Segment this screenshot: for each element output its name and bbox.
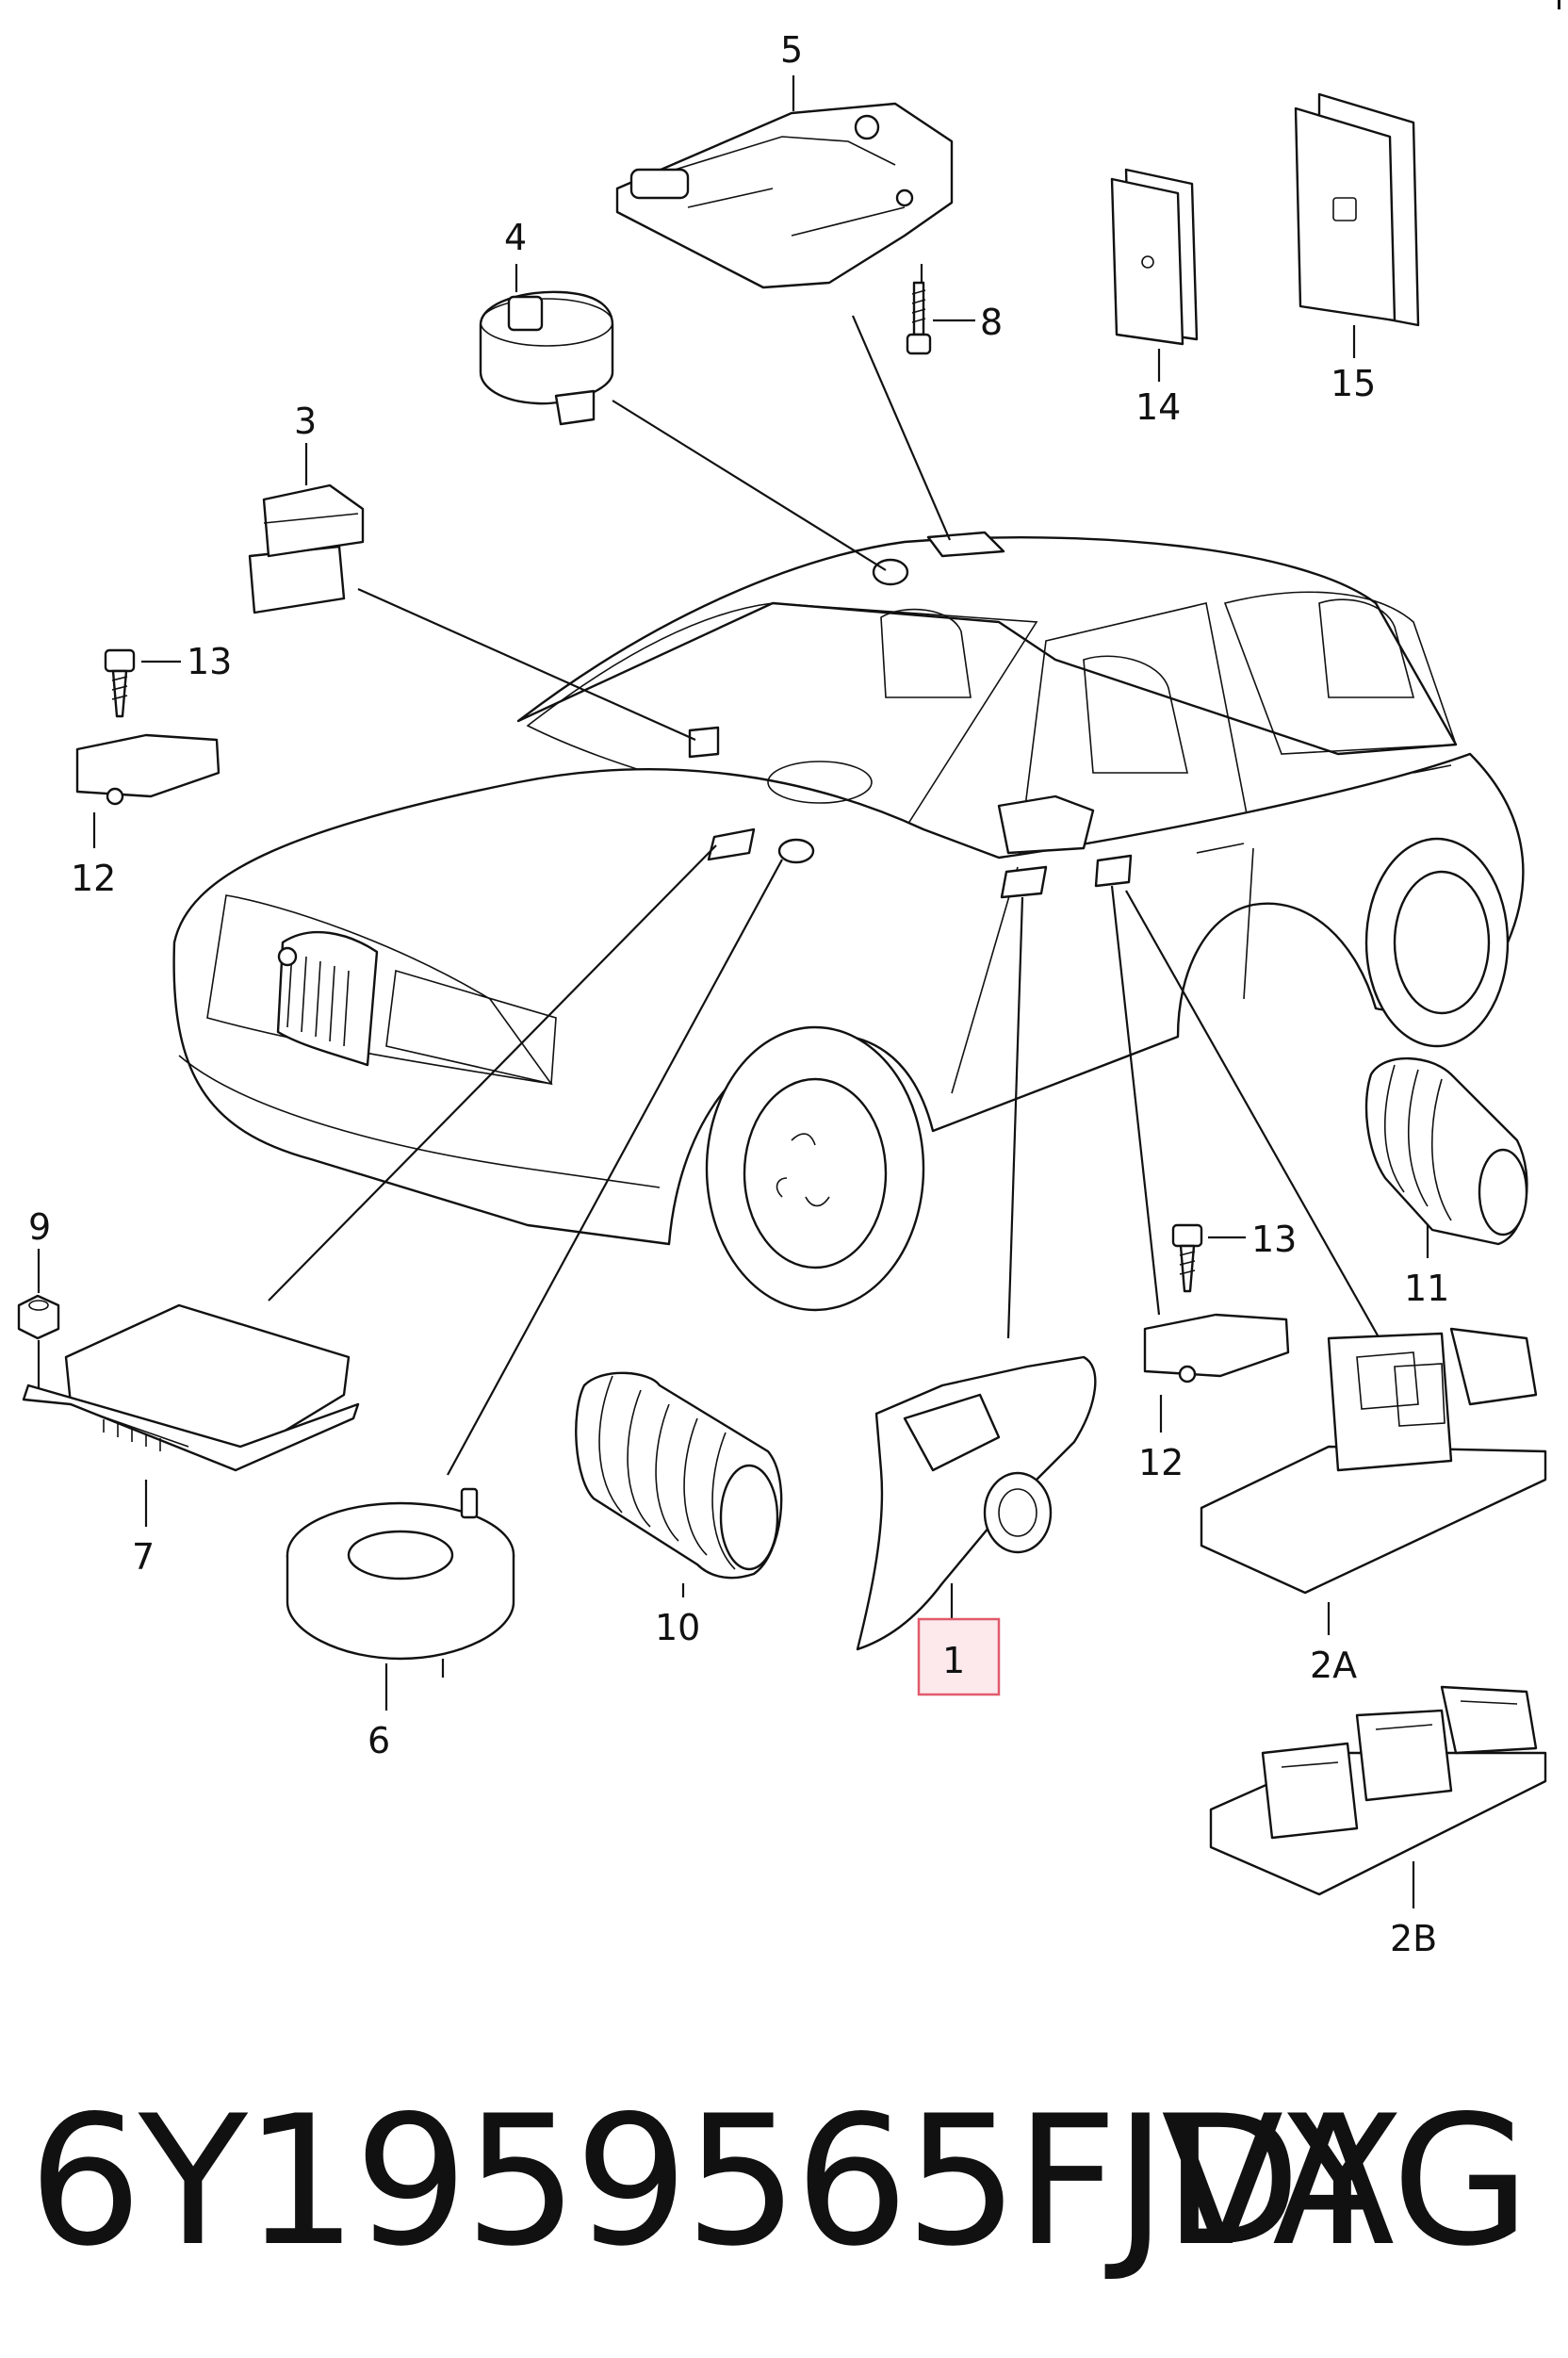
callout-2A: 2A: [1310, 1645, 1357, 1686]
callout-4: 4: [504, 217, 527, 258]
part-1-door-trim: [856, 1355, 1097, 1651]
callout-13-left: 13: [187, 641, 232, 682]
parts-diagram: 5 4 8 14 15 3 13 12 9 7 6 10 1 13 12 11 …: [17, 29, 1547, 1959]
corner-mark: [1558, 0, 1560, 9]
part-2A-window-switch: [1200, 1327, 1547, 1635]
part-11-bellows: [1364, 1056, 1528, 1258]
callout-12-left: 12: [71, 858, 116, 899]
part-15-grommet: [1294, 92, 1420, 358]
brand-label: VAG: [1161, 2077, 1530, 2285]
callout-10: 10: [655, 1607, 700, 1648]
callout-3: 3: [294, 401, 317, 442]
callout-2B: 2B: [1390, 1918, 1437, 1959]
footer: 6Y1959565FJDY VAG: [0, 2059, 1568, 2304]
callout-14: 14: [1135, 386, 1181, 428]
part-2B-window-switch: [1209, 1685, 1547, 1908]
callout-13-right: 13: [1251, 1219, 1297, 1260]
leader-lines: [268, 315, 1391, 1476]
highlight-box: [917, 1617, 1001, 1696]
callout-5: 5: [780, 29, 803, 71]
part-9-nut: [17, 1249, 60, 1390]
part-8-screw: [906, 264, 975, 355]
part-12-sensor-right: [1143, 1313, 1290, 1433]
part-13-screw-left: [104, 648, 181, 718]
callout-1: 1: [942, 1640, 965, 1681]
callout-7: 7: [132, 1536, 155, 1578]
callout-12-right: 12: [1138, 1442, 1184, 1483]
part-7-control-unit: [22, 1303, 360, 1527]
part-14-grommet: [1110, 168, 1199, 382]
location-markers: [688, 531, 1133, 899]
part-4-sensor: [479, 264, 614, 426]
callout-11: 11: [1404, 1268, 1449, 1309]
part-10-bellows: [575, 1371, 783, 1597]
part-6-clock-spring: [286, 1487, 515, 1711]
callout-9: 9: [28, 1206, 51, 1248]
part-12-sensor-left: [75, 733, 220, 848]
part-3-switch: [248, 443, 365, 614]
part-5-roof-module: [615, 75, 954, 289]
callout-15: 15: [1331, 363, 1376, 404]
callout-8: 8: [980, 302, 1003, 343]
callout-6: 6: [368, 1720, 390, 1761]
part-13-screw-right: [1171, 1223, 1246, 1293]
car-outline: [172, 536, 1525, 1312]
part-number: 6Y1959565FJDY: [28, 2077, 1396, 2285]
